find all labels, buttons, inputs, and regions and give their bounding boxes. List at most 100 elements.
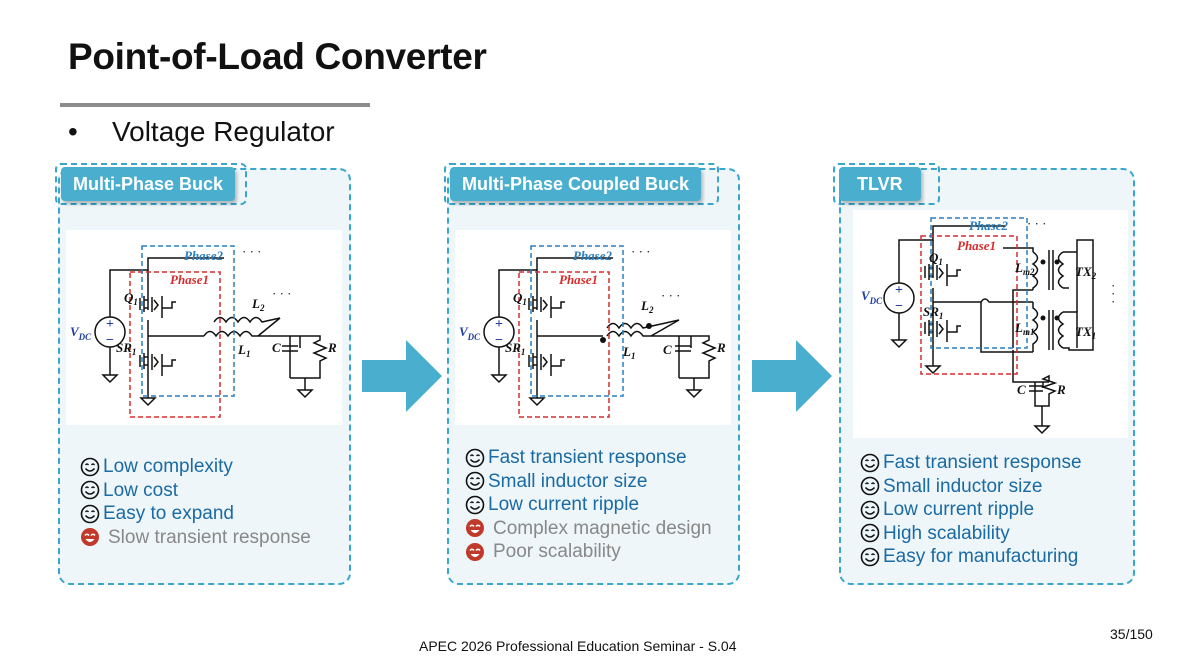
smile-icon: [860, 453, 880, 473]
schematic-multi-phase-buck: VDC + − Q1 SR1 L2 L1 C R Phase1 Phase2 ·…: [66, 230, 342, 425]
svg-text:−: −: [495, 333, 503, 348]
pro-item: High scalability: [860, 522, 1082, 546]
tag-multi-phase-buck: Multi-Phase Buck: [61, 167, 236, 201]
svg-text:L2: L2: [251, 296, 265, 313]
svg-text:·: ·: [1111, 286, 1115, 301]
pro-item: Low current ripple: [860, 498, 1082, 522]
pro-item: Small inductor size: [465, 470, 712, 494]
con-item: Complex magnetic design: [465, 517, 712, 541]
smile-icon: [80, 457, 100, 477]
svg-text:Phase1: Phase1: [170, 272, 209, 287]
smile-icon: [80, 504, 100, 524]
prop-text: Low cost: [103, 479, 178, 501]
frown-icon: [466, 519, 484, 538]
svg-text:·: ·: [1111, 278, 1115, 293]
smile-icon: [465, 495, 485, 515]
pro-item: Easy for manufacturing: [860, 545, 1082, 569]
prop-text: Low current ripple: [488, 494, 640, 515]
pro-item: Fast transient response: [860, 451, 1082, 475]
svg-text:+: +: [895, 283, 903, 298]
vdc-label: VDC: [70, 324, 92, 342]
svg-text:R: R: [1056, 382, 1066, 397]
schematic-tlvr: VDC + − Q1 SR1 Lm2 Lm1 TX2 TX1 C R Phase…: [853, 210, 1128, 438]
smile-icon: [860, 500, 880, 520]
svg-text:Lm2: Lm2: [1014, 260, 1035, 277]
schematic-multi-phase-coupled-buck: VDC + − Q1 SR1 L2 L1 C R Phase1 Phase2 ·…: [455, 230, 731, 425]
svg-text:Phase2: Phase2: [184, 248, 224, 263]
svg-text:Q1: Q1: [124, 290, 138, 307]
prop-text: Fast transient response: [488, 447, 687, 468]
svg-text:R: R: [327, 340, 337, 355]
svg-text:Q1: Q1: [513, 290, 527, 307]
title-underline: [60, 103, 370, 107]
prop-text: Easy for manufacturing: [883, 546, 1079, 567]
svg-text:Phase2: Phase2: [573, 248, 613, 263]
svg-text:C: C: [1017, 382, 1026, 397]
smile-icon: [860, 547, 880, 567]
bullet-text: Voltage Regulator: [112, 116, 335, 147]
slide-title: Point-of-Load Converter: [68, 36, 487, 77]
tag-tlvr: TLVR: [839, 167, 921, 201]
pro-item: Low complexity: [80, 455, 311, 479]
bullet-dot: •: [68, 116, 78, 147]
pro-item: Low current ripple: [465, 493, 712, 517]
smile-icon: [465, 471, 485, 491]
smile-icon: [860, 523, 880, 543]
prop-text: Poor scalability: [493, 541, 621, 562]
arrow-right-icon: [362, 340, 442, 412]
smile-icon: [860, 476, 880, 496]
prop-text: Slow transient response: [108, 526, 311, 548]
tag-outline: [444, 163, 719, 205]
prop-text: Small inductor size: [883, 475, 1043, 497]
pro-item: Low cost: [80, 479, 311, 503]
svg-text:· · ·: · · ·: [1027, 216, 1047, 231]
svg-text:·: ·: [1111, 294, 1115, 309]
tag-outline: [55, 163, 247, 205]
page-number: 35/150: [1110, 626, 1153, 642]
pro-item: Easy to expand: [80, 502, 311, 526]
prop-text: Fast transient response: [883, 452, 1082, 473]
prop-text: Small inductor size: [488, 470, 648, 492]
svg-text:SR1: SR1: [923, 304, 943, 321]
footer-text: APEC 2026 Professional Education Seminar…: [419, 638, 737, 654]
svg-text:SR1: SR1: [505, 340, 525, 357]
con-item: Poor scalability: [465, 540, 712, 564]
svg-text:L2: L2: [640, 298, 654, 315]
svg-text:Q1: Q1: [929, 250, 943, 267]
smile-icon: [80, 480, 100, 500]
svg-text:Lm1: Lm1: [1014, 320, 1034, 337]
svg-text:−: −: [106, 333, 114, 348]
svg-text:· · ·: · · ·: [242, 244, 262, 259]
smile-icon: [465, 448, 485, 468]
svg-text:L1: L1: [622, 344, 635, 361]
pro-item: Fast transient response: [465, 446, 712, 470]
prop-text: Low complexity: [103, 456, 233, 477]
svg-text:Phase2: Phase2: [969, 218, 1009, 233]
frown-icon: [466, 542, 484, 561]
svg-text:TX1: TX1: [1075, 324, 1096, 341]
prop-text: Complex magnetic design: [493, 517, 712, 539]
frown-icon: [81, 528, 99, 547]
prop-text: Easy to expand: [103, 503, 234, 524]
tag-outline: [833, 163, 940, 205]
svg-text:Phase1: Phase1: [957, 238, 996, 253]
svg-text:L1: L1: [237, 342, 250, 359]
svg-text:−: −: [895, 299, 903, 314]
prop-text: High scalability: [883, 522, 1010, 544]
svg-text:TX2: TX2: [1075, 264, 1097, 281]
pro-item: Small inductor size: [860, 475, 1082, 499]
con-item: Slow transient response: [80, 526, 311, 550]
arrow-right-icon: [752, 340, 832, 412]
svg-text:C: C: [663, 342, 672, 357]
svg-text:+: +: [106, 317, 114, 332]
svg-text:R: R: [716, 340, 726, 355]
bullet-item: • Voltage Regulator: [68, 116, 335, 148]
svg-text:VDC: VDC: [459, 324, 481, 342]
svg-text:· · ·: · · ·: [661, 288, 681, 303]
tag-multi-phase-coupled-buck: Multi-Phase Coupled Buck: [450, 167, 702, 201]
svg-text:C: C: [272, 340, 281, 355]
svg-text:SR1: SR1: [116, 340, 136, 357]
